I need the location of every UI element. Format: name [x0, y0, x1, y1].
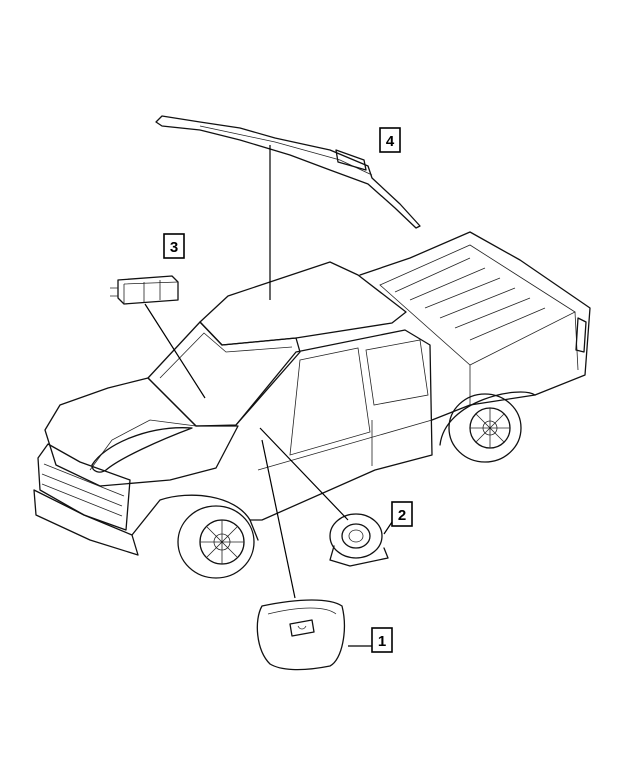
callout-3-label: 3 — [170, 239, 178, 256]
callout-2: 2 — [391, 501, 413, 527]
rear-wheel — [448, 393, 522, 463]
callout-2-label: 2 — [398, 507, 406, 524]
airbag-control-module — [110, 275, 179, 305]
clockspring — [329, 513, 389, 567]
callout-1: 1 — [371, 627, 393, 653]
driver-airbag — [256, 599, 345, 671]
pickup-truck — [33, 231, 591, 579]
callout-leaders — [144, 145, 393, 647]
callout-1-label: 1 — [378, 633, 386, 650]
front-wheel — [177, 505, 255, 579]
curtain-airbag — [155, 115, 421, 229]
callout-4: 4 — [379, 127, 401, 153]
callout-3: 3 — [163, 233, 185, 259]
callout-4-label: 4 — [386, 133, 395, 150]
